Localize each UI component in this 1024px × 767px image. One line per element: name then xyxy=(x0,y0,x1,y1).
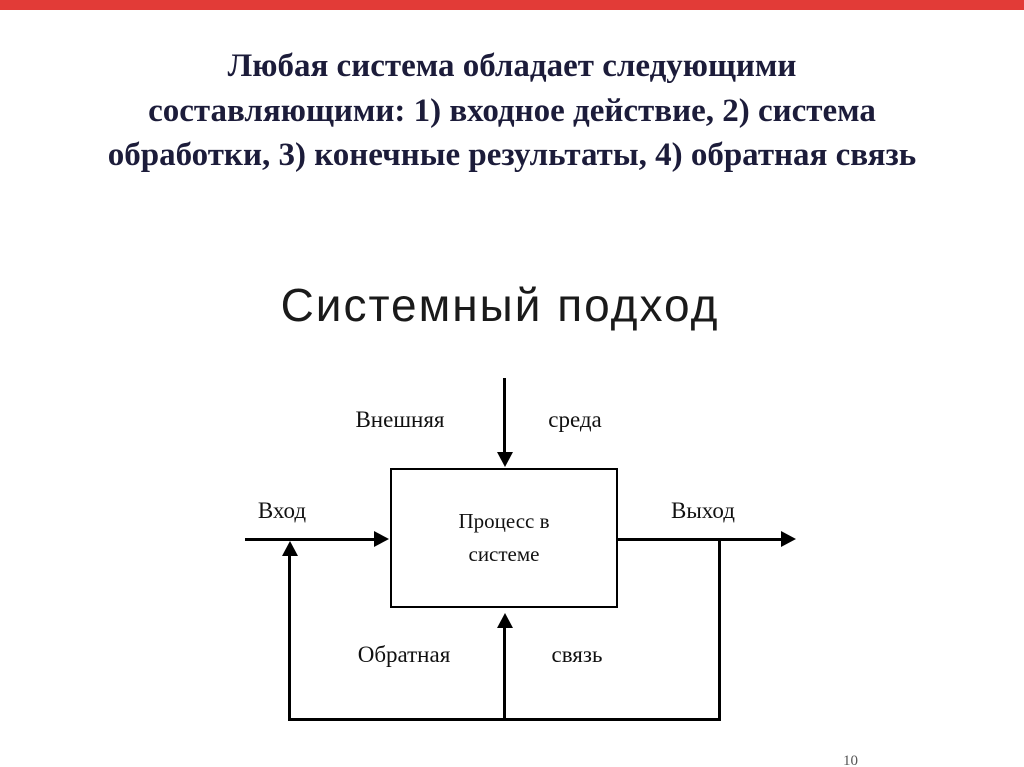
feedback-up-arrowhead-icon xyxy=(497,613,513,628)
feedback-bottom-line xyxy=(288,718,721,721)
input-arrowhead-icon xyxy=(374,531,389,547)
label-external-left: Внешняя xyxy=(355,407,445,432)
feedback-right-line xyxy=(718,540,721,721)
slide-heading: Любая система обладает следующими состав… xyxy=(0,44,1024,178)
output-arrow-line xyxy=(618,538,783,541)
heading-line-3: обработки, 3) конечные результаты, 4) об… xyxy=(107,137,917,174)
process-box-label-line2: системе xyxy=(468,542,540,566)
external-env-arrow-line xyxy=(503,378,506,456)
input-arrow-line xyxy=(245,538,377,541)
label-output: Выход xyxy=(671,498,735,523)
feedback-left-arrowhead-icon xyxy=(282,541,298,556)
label-feedback-left: Обратная xyxy=(357,642,451,667)
label-feedback-right: связь xyxy=(551,642,603,667)
page-number: 10 xyxy=(843,753,858,767)
feedback-left-line xyxy=(288,554,291,718)
label-external-right: среда xyxy=(548,407,602,432)
heading-line-2: составляющими: 1) входное действие, 2) с… xyxy=(148,92,876,129)
external-env-arrowhead-icon xyxy=(497,452,513,467)
label-input: Вход xyxy=(257,498,307,523)
feedback-up-arrow-line xyxy=(503,626,506,718)
diagram-title: Системный подход xyxy=(280,279,720,331)
heading-line-1: Любая система обладает следующими xyxy=(227,48,797,84)
accent-bar xyxy=(0,0,1024,10)
process-box-label-line1: Процесс в xyxy=(458,509,550,534)
process-box: Процесс в системе xyxy=(390,468,618,608)
output-arrowhead-icon xyxy=(781,531,796,547)
